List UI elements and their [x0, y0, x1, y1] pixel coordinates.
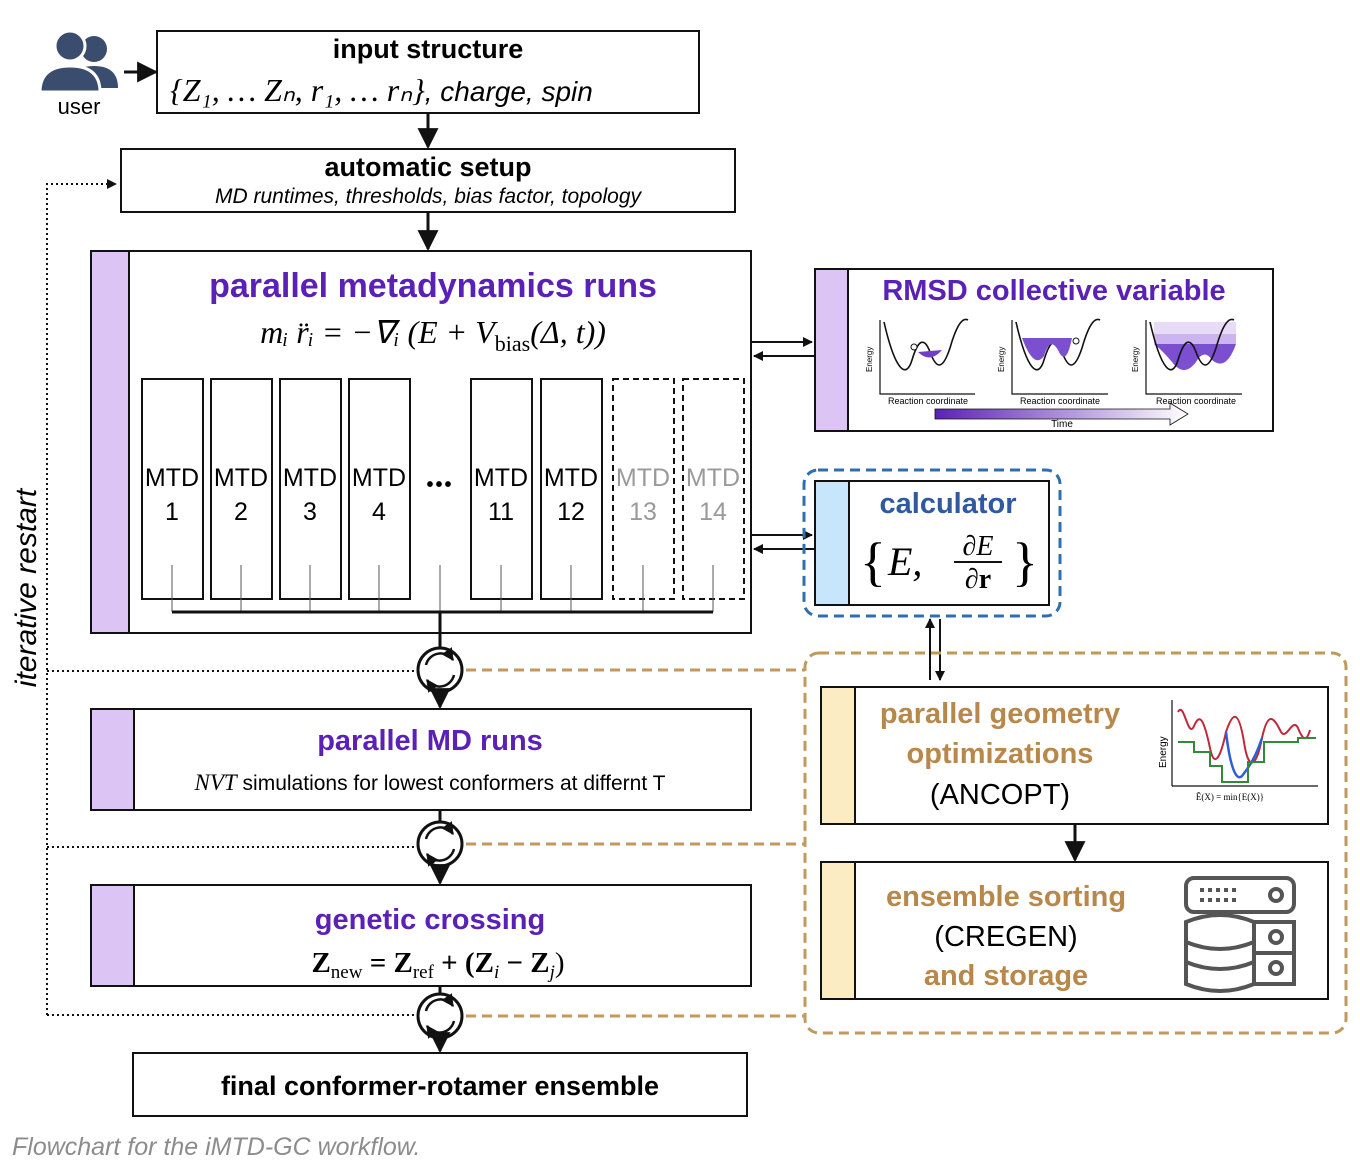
calculator-box — [814, 480, 1050, 606]
svg-text:MTD: MTD — [214, 464, 268, 492]
svg-text:Energy: Energy — [1158, 736, 1169, 768]
ensemble-sorting-bar — [822, 863, 855, 998]
svg-text:E,: E, — [887, 539, 922, 584]
svg-text:14: 14 — [699, 498, 727, 526]
user-label: user — [58, 94, 101, 119]
rmsd-bar — [816, 270, 848, 430]
genetic-crossing-bar — [92, 886, 134, 985]
metadynamics-bar — [92, 252, 129, 632]
svg-text:11: 11 — [488, 498, 514, 526]
mtd-run-4: MTD 4 — [348, 378, 411, 612]
genetic-crossing-title: genetic crossing — [315, 904, 545, 936]
metadynamics-equation: mᵢ r̈ᵢ = −∇ᵢ (E + Vbias(Δ, t)) — [260, 314, 606, 356]
database-icon — [1184, 876, 1296, 993]
mtd-run-14: MTD 14 — [682, 378, 745, 612]
geometry-opt-line1: parallel geometry — [880, 698, 1120, 730]
svg-text:MTD: MTD — [145, 464, 199, 492]
ensemble-sorting-box — [820, 861, 1329, 1000]
rmsd-time-arrow: Time — [934, 402, 1189, 430]
svg-text:MTD: MTD — [352, 464, 406, 492]
geometry-opt-bar — [822, 688, 855, 823]
automatic-setup-box — [120, 148, 736, 213]
user-icon — [38, 29, 118, 94]
ensemble-sorting-line1: ensemble sorting — [886, 881, 1126, 913]
svg-text:1: 1 — [165, 498, 179, 526]
calculator-optimizer-arrows — [925, 618, 945, 681]
input-structure-box — [156, 30, 700, 114]
rmsd-title: RMSD collective variable — [882, 275, 1225, 307]
svg-text:Reaction coordinate: Reaction coordinate — [1156, 396, 1236, 406]
svg-text:∂E: ∂E — [963, 531, 994, 562]
sync-icon-2 — [416, 820, 464, 868]
input-structure-formula: {Z₁, … Zₙ, r₁, … rₙ}, charge, spin — [170, 72, 593, 108]
energy-landscape-plot: Energy Ẽ(X) = min{E(X)} — [1158, 700, 1318, 802]
svg-text:Reaction coordinate: Reaction coordinate — [1020, 396, 1100, 406]
svg-text:MTD: MTD — [686, 464, 740, 492]
md-runs-box — [90, 708, 752, 811]
final-ensemble-box — [132, 1052, 748, 1117]
sync-icon-3 — [416, 992, 464, 1040]
md-runs-title: parallel MD runs — [317, 725, 543, 757]
md-runs-subtitle: NVT simulations for lowest conformers at… — [194, 770, 666, 795]
automatic-setup-subtitle: MD runtimes, thresholds, bias factor, to… — [215, 185, 643, 208]
svg-text:3: 3 — [303, 498, 317, 526]
mtd-run-3: MTD 3 — [279, 378, 342, 612]
final-ensemble-title: final conformer-rotamer ensemble — [221, 1071, 659, 1101]
genetic-crossing-equation: Znew = Zref + (Zi − Zj) — [311, 947, 564, 983]
ensemble-sorting-line3: and storage — [924, 960, 1088, 992]
iterative-restart-label: iterative restart — [10, 487, 43, 687]
svg-text:MTD: MTD — [616, 464, 670, 492]
svg-text:MTD: MTD — [544, 464, 598, 492]
calculator-title: calculator — [880, 488, 1017, 520]
geometry-opt-box — [820, 686, 1329, 825]
svg-text:{: { — [860, 532, 886, 592]
metadynamics-title: parallel metadynamics runs — [209, 267, 657, 305]
iterative-restart-loop — [46, 179, 416, 1016]
mtd-run-12: MTD 12 — [540, 378, 603, 612]
mtd-rmsd-exchange-arrows — [752, 337, 814, 361]
svg-text:Energy: Energy — [997, 347, 1006, 372]
svg-text:MTD: MTD — [474, 464, 528, 492]
sync-icon-1 — [416, 646, 464, 694]
automatic-setup-title: automatic setup — [324, 152, 531, 182]
svg-text:∂r: ∂r — [965, 564, 991, 595]
svg-text:13: 13 — [629, 498, 657, 526]
mtd-ellipsis: ••• — [426, 474, 453, 496]
svg-text:Energy: Energy — [865, 347, 874, 372]
svg-text:Time: Time — [1051, 419, 1073, 430]
svg-text:12: 12 — [557, 498, 585, 526]
rmsd-plot-3: Energy Reaction coordinate — [1131, 318, 1242, 406]
mtd-run-13: MTD 13 — [612, 378, 675, 612]
rmsd-plot-1: Energy Reaction coordinate — [865, 318, 975, 406]
ensemble-sorting-line2: (CREGEN) — [934, 921, 1077, 953]
input-structure-title: input structure — [333, 34, 524, 64]
mtd-run-1: MTD 1 — [141, 378, 204, 612]
optimizer-dashed-links — [466, 668, 805, 1018]
svg-text:Reaction coordinate: Reaction coordinate — [888, 396, 968, 406]
geometry-opt-line3: (ANCOPT) — [930, 779, 1070, 811]
geometry-opt-line2: optimizations — [907, 738, 1094, 770]
calculator-bar — [816, 482, 849, 604]
svg-text:4: 4 — [372, 498, 386, 526]
svg-text:Ẽ(X) = min{E(X)}: Ẽ(X) = min{E(X)} — [1196, 792, 1264, 802]
calculator-formula: { E, ∂E ∂r } — [860, 531, 1038, 595]
mtd-run-2: MTD 2 — [210, 378, 273, 612]
svg-text:Energy: Energy — [1131, 347, 1140, 372]
figure-caption: Flowchart for the iMTD-GC workflow. — [12, 1133, 421, 1161]
svg-text:MTD: MTD — [283, 464, 337, 492]
md-runs-bar — [92, 710, 134, 809]
mtd-run-11: MTD 11 — [470, 378, 533, 612]
genetic-crossing-box — [90, 884, 752, 987]
svg-text:}: } — [1012, 532, 1038, 592]
calculator-dashed-frame — [802, 468, 1062, 618]
svg-text:2: 2 — [234, 498, 248, 526]
rmsd-plot-2: Energy Reaction coordinate — [997, 318, 1108, 406]
